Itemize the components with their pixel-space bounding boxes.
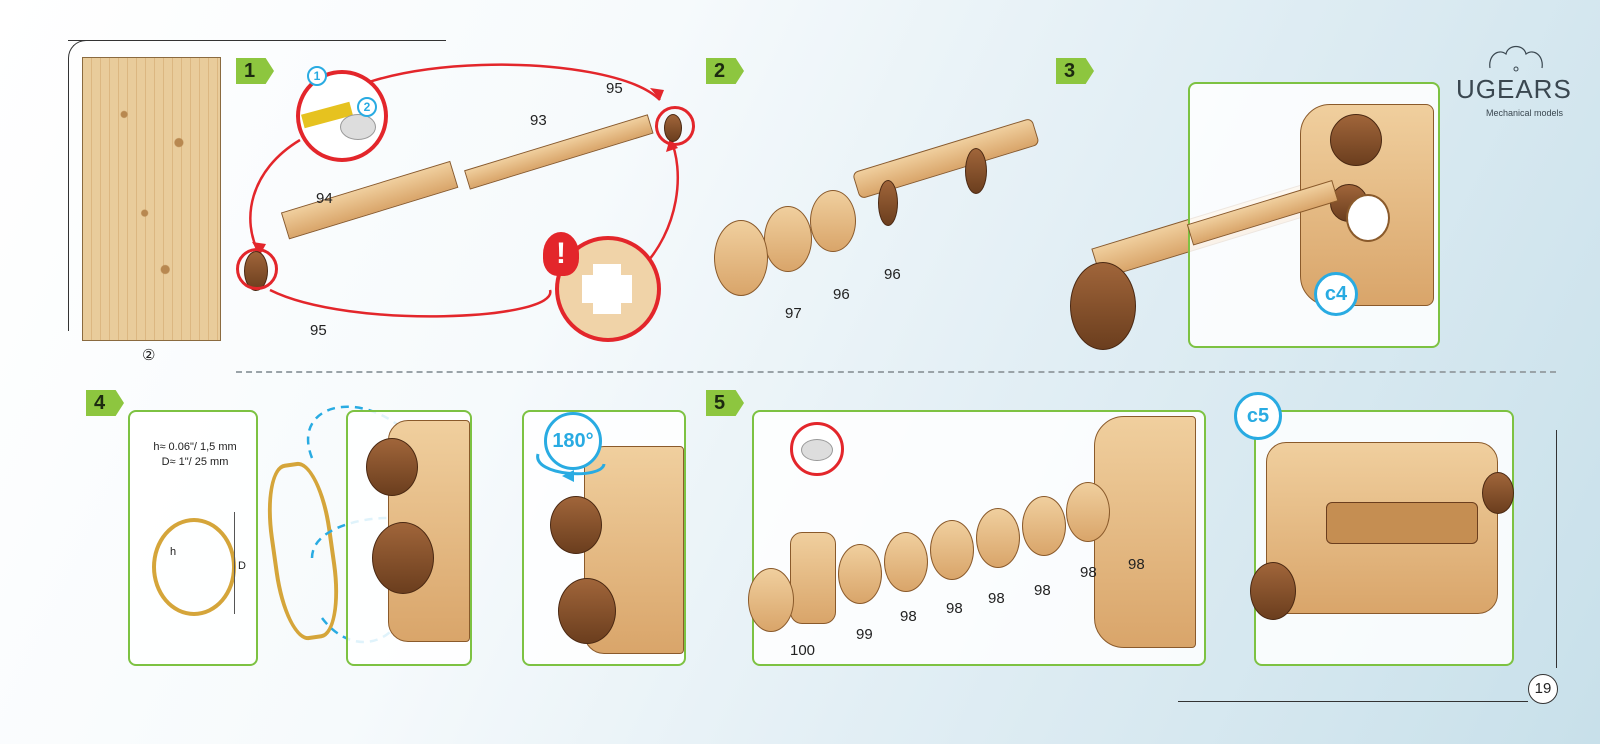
label-part-95-top: 95	[606, 80, 623, 97]
step-4-band-panel	[346, 410, 472, 666]
step-2-tag: 2	[706, 58, 744, 84]
d-dimension-line	[234, 512, 235, 614]
top-gear	[366, 438, 418, 496]
band-thickness-spec: h≈ 0.06"/ 1,5 mm	[153, 441, 237, 453]
label-part-99: 99	[856, 626, 873, 643]
label-part-98-e: 98	[946, 600, 963, 617]
cross-hole-horizontal	[582, 275, 632, 303]
disc-98-f	[1066, 482, 1110, 542]
rubber-band-drawing	[152, 518, 236, 616]
gears-logo-icon	[1489, 45, 1543, 72]
page-frame-right	[1556, 430, 1557, 668]
label-part-100: 100	[790, 642, 816, 659]
page-frame-top	[68, 40, 446, 41]
step-3-tag: 3	[1056, 58, 1094, 84]
rotated-top-gear	[550, 496, 602, 554]
label-part-96-a: 96	[884, 266, 901, 283]
page-frame-bottom	[1178, 701, 1528, 702]
label-part-98-b: 98	[1080, 564, 1097, 581]
label-part-95-bottom: 95	[310, 322, 327, 339]
rubber-band-spec-panel: h≈ 0.06"/ 1,5 mm D≈ 1"/ 25 mm h D	[128, 410, 258, 666]
parts-sheet-image	[82, 57, 221, 341]
step-4-tag: 4	[86, 390, 124, 416]
cylinder-head	[1326, 502, 1478, 544]
disc-98-d	[976, 508, 1020, 568]
label-part-98-d: 98	[988, 590, 1005, 607]
front-gear	[1250, 562, 1296, 620]
part-96-disc-b	[764, 206, 812, 272]
step-4-rotated-panel	[522, 410, 686, 666]
callout-c5: c5	[1234, 392, 1282, 440]
disc-98-c	[930, 520, 974, 580]
brand-tagline: Mechanical models	[1486, 108, 1564, 118]
rotate-180-badge: 180°	[544, 412, 602, 470]
disc-98-a	[838, 544, 882, 604]
shaft-hole	[1346, 194, 1390, 242]
d-dimension-label: D	[238, 560, 246, 572]
disc-98-b	[884, 532, 928, 592]
glue-pot-icon	[340, 114, 376, 140]
rotated-bottom-gear	[558, 578, 616, 644]
glue-pot-icon-2	[801, 439, 833, 461]
rear-gear	[1482, 472, 1514, 514]
highlight-circle-right	[655, 106, 695, 146]
square-hole-detail-circle	[555, 236, 661, 342]
highlight-circle-left	[236, 248, 278, 290]
label-part-93: 93	[530, 112, 547, 129]
part-100-disc	[748, 568, 794, 632]
engine-back-part	[1094, 416, 1196, 648]
glue-icon-circle	[790, 422, 844, 476]
label-part-97: 97	[785, 305, 802, 322]
warning-icon: !	[543, 232, 579, 276]
rotate-arrow-icon	[536, 453, 606, 482]
label-part-96-b: 96	[833, 286, 850, 303]
section-divider	[236, 371, 1556, 373]
label-part-98-f: 98	[900, 608, 917, 625]
brand-logo: UGEARS Mechanical models	[1454, 42, 1584, 122]
step-3-gear-end	[1070, 262, 1136, 350]
part-96-disc-a	[810, 190, 856, 252]
step-5-assembly-panel	[748, 410, 1206, 666]
step-5-tag: 5	[706, 390, 744, 416]
callout-c4: c4	[1314, 272, 1358, 316]
page-number: 19	[1528, 674, 1558, 704]
label-part-98-a: 98	[1128, 556, 1145, 573]
disc-98-e	[1022, 496, 1066, 556]
step-3-detail-panel	[1186, 82, 1440, 348]
step-1-tag: 1	[236, 58, 274, 84]
band-diameter-spec: D≈ 1"/ 25 mm	[161, 456, 229, 468]
glue-instruction-circle	[296, 70, 388, 162]
part-99-gear	[790, 532, 836, 624]
label-part-94: 94	[316, 190, 333, 207]
engine-gear-1	[1330, 114, 1382, 166]
shaft-collar-2	[878, 180, 898, 226]
part-97-gear	[714, 220, 768, 296]
substep-1-badge: 1	[307, 66, 327, 86]
sheet-number: ②	[142, 347, 156, 364]
brand-name: UGEARS	[1456, 74, 1572, 104]
label-part-98-c: 98	[1034, 582, 1051, 599]
substep-2-badge: 2	[357, 97, 377, 117]
c5-result-panel	[1250, 410, 1514, 666]
bottom-gear	[372, 522, 434, 594]
h-dimension-label: h	[170, 546, 177, 558]
shaft-collar	[965, 148, 987, 194]
